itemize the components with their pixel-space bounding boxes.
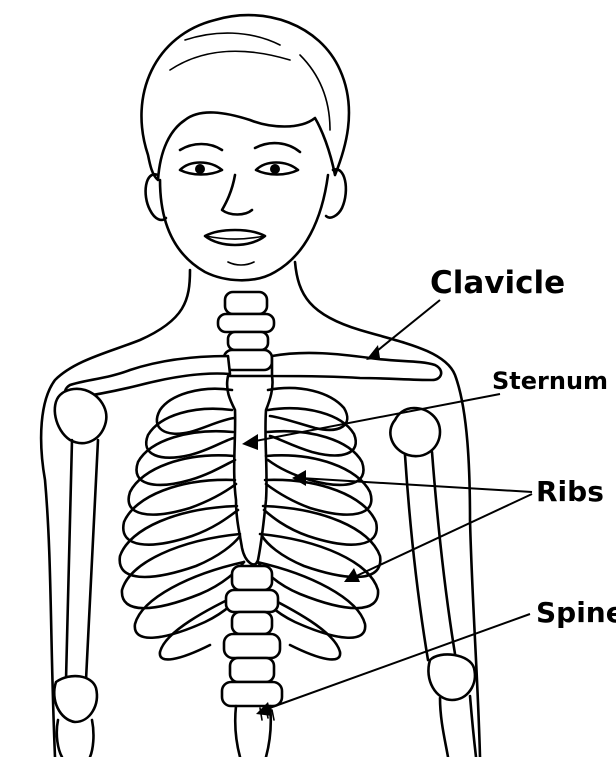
label-clavicle: Clavicle — [430, 268, 565, 299]
spine-pointer-line — [264, 614, 530, 710]
label-ribs: Ribs — [536, 478, 604, 506]
sternum-pointer-line — [250, 394, 500, 442]
ribs-arrowhead-upper — [292, 470, 306, 486]
sternum-bone — [227, 376, 272, 564]
child-head — [141, 15, 348, 280]
left-ribs — [120, 389, 248, 660]
label-sternum: Sternum — [492, 369, 608, 393]
label-spine: Spine — [536, 599, 616, 627]
clavicle-arrowhead — [366, 345, 380, 360]
spine-vertebrae — [222, 566, 282, 757]
clavicle-pointer-line — [372, 300, 440, 355]
